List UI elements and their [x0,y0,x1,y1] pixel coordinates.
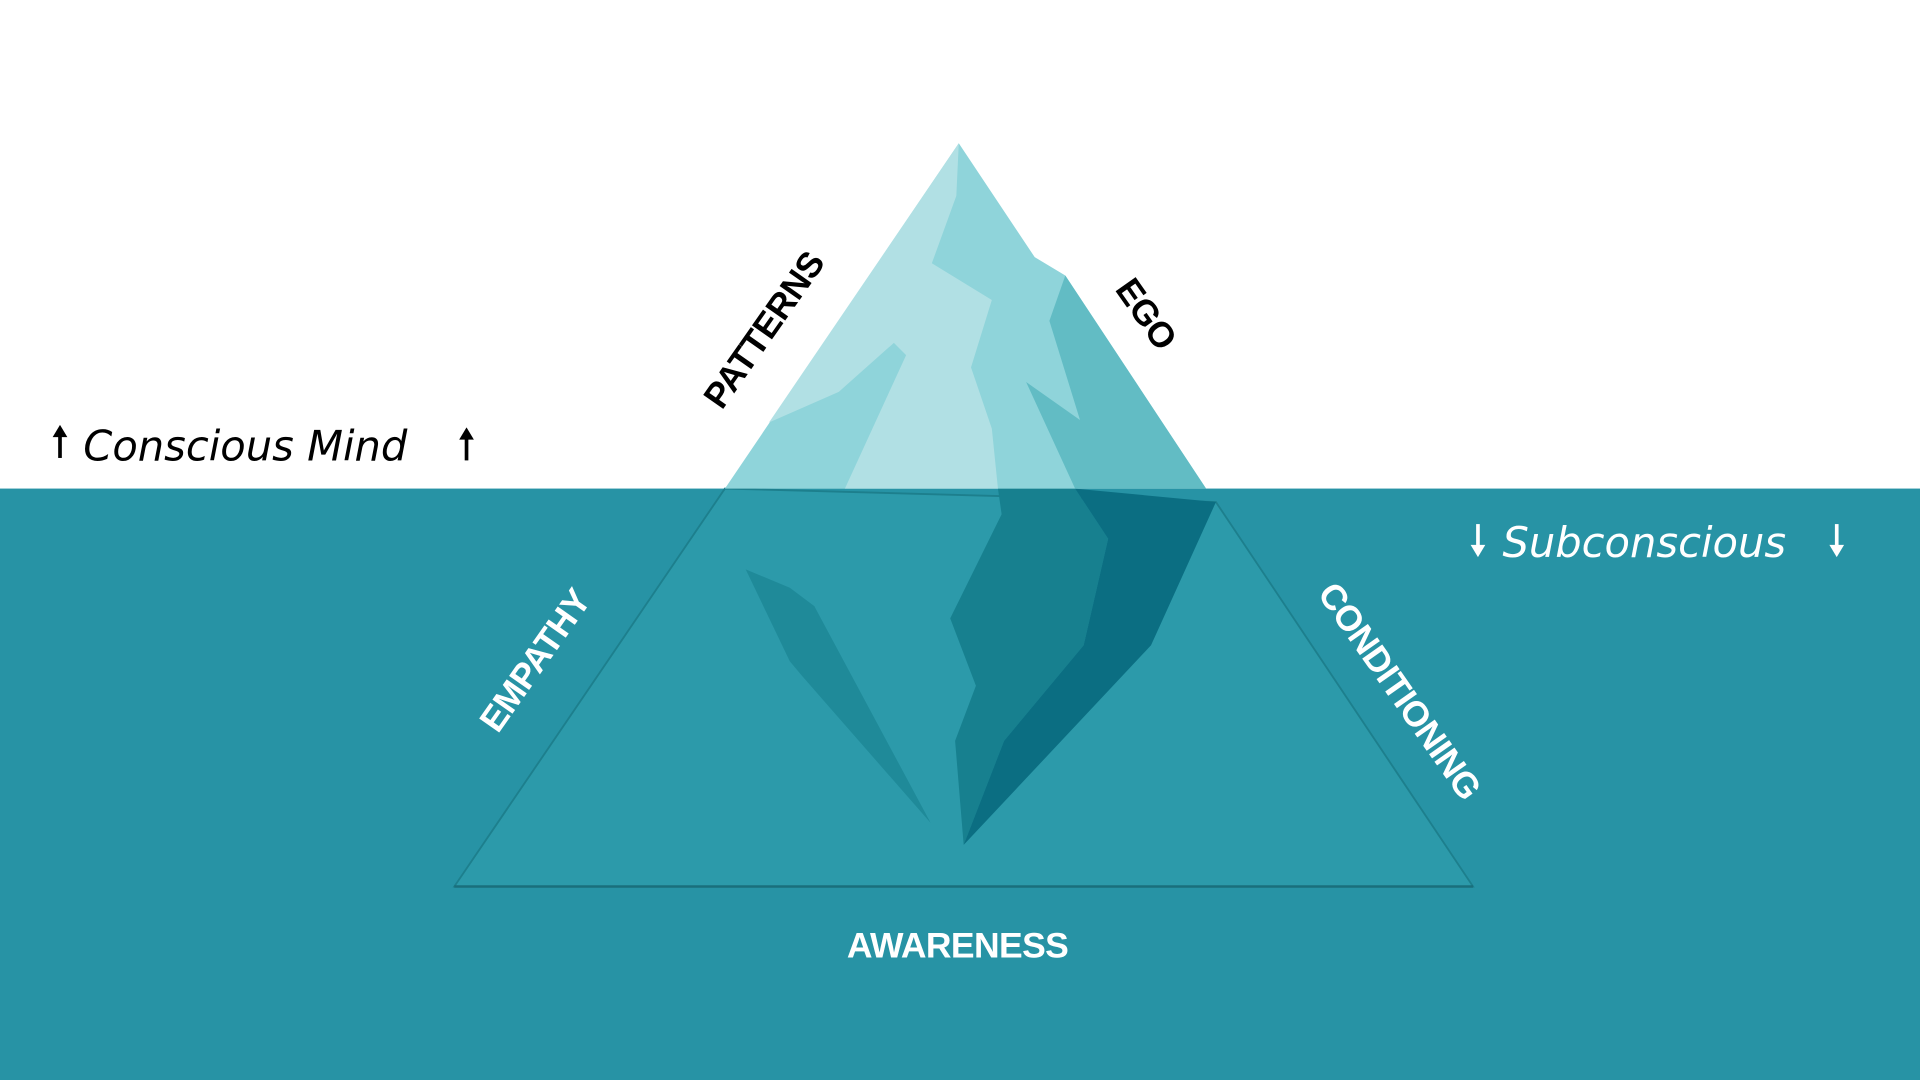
subconscious-label: Subconscious [1502,518,1786,567]
underwater-shard-left [745,569,931,823]
tip-dark-face [1026,275,1207,489]
iceberg-underwater [452,487,1475,888]
label-awareness: AWARENESS [847,926,1068,966]
arrow-down-icon [1829,524,1845,558]
arrow-up-icon [459,427,474,461]
tip-light-face [768,143,998,489]
underwater-shard-right [963,488,1216,845]
conscious-mind-label: Conscious Mind [83,421,408,470]
iceberg-tip [724,143,1207,489]
arrow-down-icon [1470,524,1486,558]
underwater-shard-middle [950,488,1109,845]
arrow-up-icon [52,424,68,458]
